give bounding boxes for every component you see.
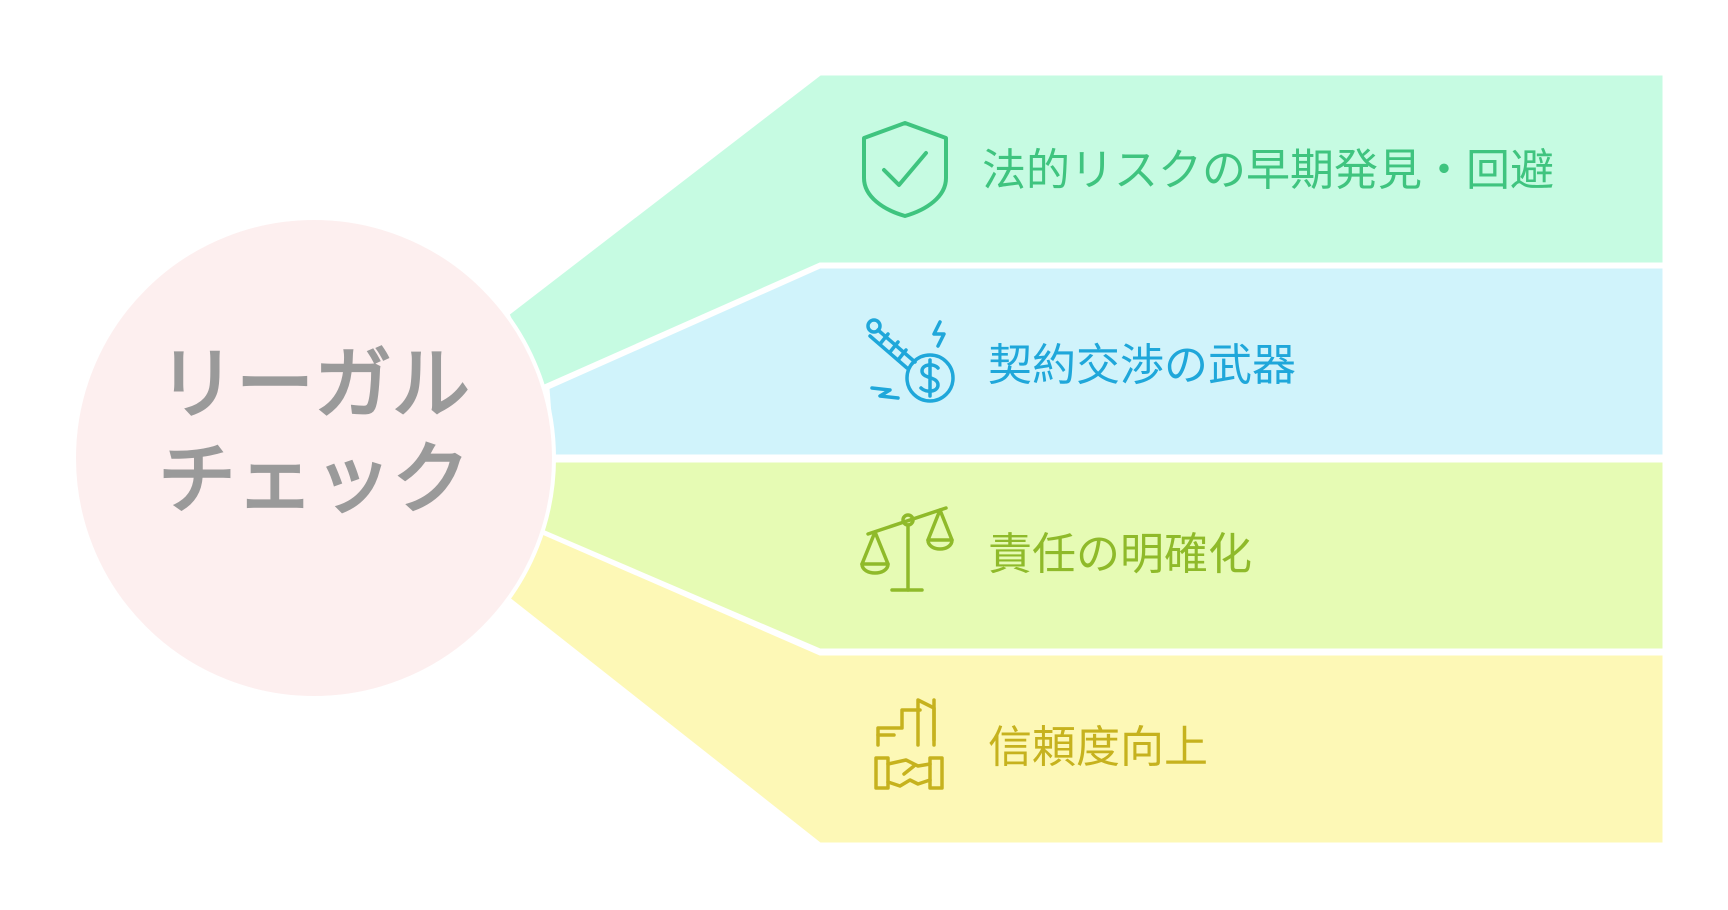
branch-label-2: 契約交渉の武器 [988,340,1296,391]
shield-check-icon [862,121,948,218]
branch-band-2 [546,265,1666,458]
branch-label-4: 信頼度向上 [988,722,1208,773]
center-title: リーガル チェック [74,338,554,528]
branch-label-3: 責任の明確化 [988,529,1252,580]
handshake-icon [874,698,944,790]
negotiation-money-icon [866,318,955,403]
center-title-line-1: リーガル [157,340,470,430]
center-title-line-2: チェック [157,435,470,526]
center-circle [72,216,556,700]
scales-icon [860,506,954,592]
branch-label-1: 法的リスクの早期発見・回避 [982,145,1554,196]
